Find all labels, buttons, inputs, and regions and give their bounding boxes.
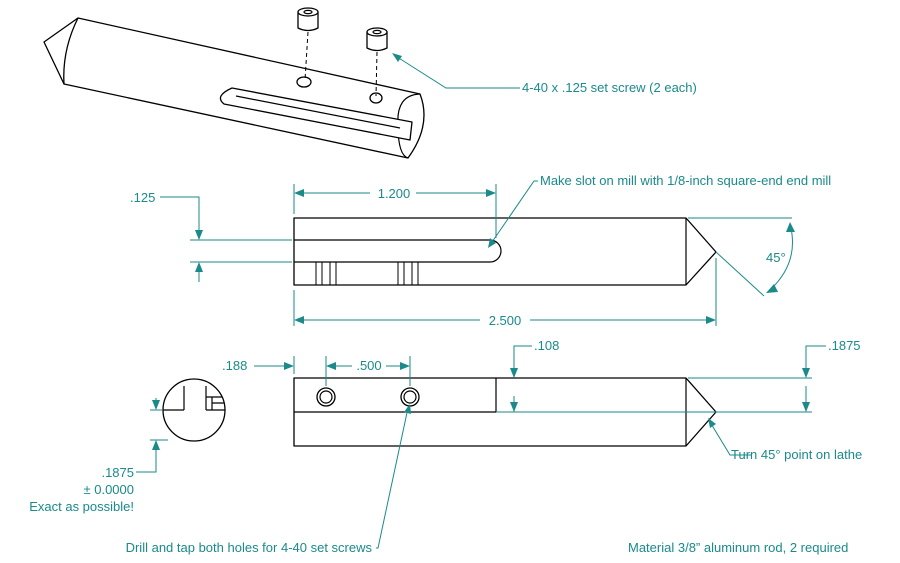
slot-view: .125 1.200 Make slot on mill with 1/8-in… [130,173,831,328]
set-screw-note: 4-40 x .125 set screw (2 each) [522,80,697,95]
dim-108: .108 [534,338,559,353]
material-note: Material 3/8” aluminum rod, 2 required [628,540,848,555]
detail-view: .1875 ± 0.0000 Exact as possible! [29,378,226,514]
drill-leader [376,407,409,549]
dim-2500: 2.500 [489,313,522,328]
hidden-hole-1 [315,261,337,286]
iso-hole-1 [296,76,312,88]
set-screw-leader [393,54,520,89]
dim-1875-right: .1875 [828,338,861,353]
isometric-view: 4-40 x .125 set screw (2 each) [43,7,697,159]
hidden-hole-2 [397,261,419,286]
lathe-note: Turn 45° point on lathe [731,447,862,462]
lathe-leader [709,421,752,456]
slot-view-body [293,217,717,286]
dim-188: .188 [222,358,247,373]
drill-note: Drill and tap both holes for 4-40 set sc… [126,540,373,555]
iso-slot [219,87,413,141]
slot-leader [489,180,538,246]
dim-500: .500 [356,358,381,373]
set-screw-2 [366,27,388,52]
hole-view: .188 .500 .108 .1875 Turn 45° point on l… [126,338,863,555]
slot-note: Make slot on mill with 1/8-inch square-e… [540,173,831,188]
iso-slot-floor [235,95,401,129]
iso-hole-2 [369,92,383,104]
dim-1200: 1.200 [378,186,411,201]
dim-1875-left: .1875 [101,465,134,480]
tolerance-note: ± 0.0000 [83,482,134,497]
dim-125: .125 [130,190,155,205]
dim-45: 45° [766,250,786,265]
set-screw-1 [297,7,319,32]
exact-note: Exact as possible! [29,499,134,514]
